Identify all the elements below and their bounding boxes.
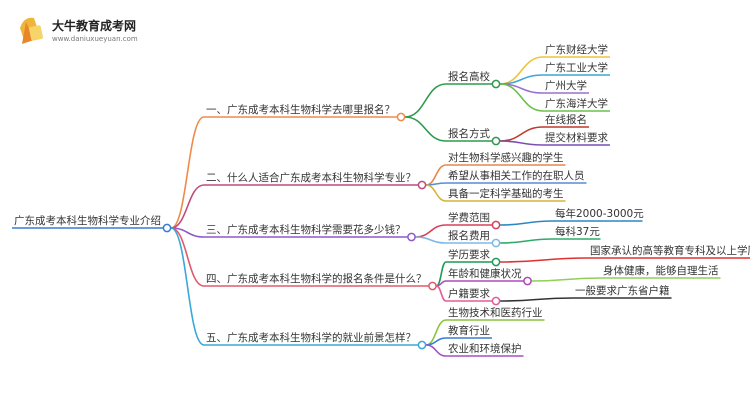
connector-line	[499, 257, 589, 263]
leaf-node-3-2-1: 每科37元	[555, 225, 600, 238]
sub-node-5-3: 农业和环境保护	[448, 342, 522, 355]
sub-node-4-1: 学历要求	[448, 248, 490, 261]
leaf-node-3-1-1: 每年2000-3000元	[555, 207, 644, 220]
connector-line	[499, 83, 544, 112]
sub-node-1-2: 报名方式	[448, 127, 490, 140]
sub-4-1-dot[interactable]	[491, 257, 501, 267]
logo-title: 大牛教育成考网	[52, 18, 136, 33]
leaf-node-4-3-1: 一般要求广东省户籍	[575, 284, 670, 297]
connector-lines	[12, 56, 750, 357]
sub-1-1-dot[interactable]	[491, 79, 501, 89]
leaf-node-4-1-1: 国家承认的高等教育专科及以上学历	[590, 244, 750, 257]
connector-line	[170, 227, 205, 346]
logo-icon	[20, 17, 43, 44]
sub-3-2-dot[interactable]	[491, 238, 501, 248]
leaf-node-1-2-1: 在线报名	[545, 113, 587, 126]
sub-node-2-2: 希望从事相关工作的在职人员	[448, 169, 585, 182]
connector-line	[436, 285, 447, 302]
connector-line	[170, 116, 205, 229]
sub-node-2-3: 具备一定科学基础的考生	[448, 187, 564, 200]
sub-node-5-2: 教育行业	[448, 324, 490, 337]
connector-line	[499, 238, 554, 244]
branch-node-1: 一、广东成考本科生物科学去哪里报名？	[206, 103, 395, 116]
logo-url: www.daniuxueyuan.com	[52, 35, 138, 43]
branch-node-2: 二、什么人适合广东成考本科生物科学专业？	[206, 171, 416, 184]
sub-node-4-2: 年龄和健康状况	[448, 267, 522, 280]
connector-line	[404, 116, 447, 142]
connector-line	[415, 224, 447, 238]
sub-node-1-1: 报名高校	[448, 70, 490, 83]
connector-line	[425, 164, 447, 186]
leaf-node-1-1-4: 广东海洋大学	[545, 97, 608, 110]
sub-node-5-1: 生物技术和医药行业	[448, 306, 543, 319]
connector-line	[170, 227, 205, 287]
connector-line	[499, 220, 554, 226]
connector-line	[425, 184, 447, 202]
branch-2-dot[interactable]	[417, 180, 427, 190]
branch-node-3: 三、广东成考本科生物科学需要花多少钱？	[206, 223, 406, 236]
mindmap-nodes: 广东成考本科生物科学专业介绍 一、广东成考本科生物科学去哪里报名？ 报名高校 广东财经…	[14, 43, 750, 355]
leaf-node-1-1-3: 广州大学	[545, 79, 587, 92]
sub-node-2-1: 对生物科学感兴趣的学生	[448, 151, 564, 164]
connector-line	[499, 126, 544, 142]
root-collapse-dot[interactable]	[162, 223, 172, 233]
leaf-node-4-2-1: 身体健康，能够自理生活	[603, 264, 719, 277]
site-logo: 大牛教育成考网 www.daniuxueyuan.com	[20, 17, 138, 44]
leaf-node-1-1-2: 广东工业大学	[545, 61, 608, 74]
branch-1-dot[interactable]	[396, 112, 406, 122]
connector-line	[425, 337, 447, 346]
sub-node-4-3: 户籍要求	[448, 287, 490, 300]
sub-node-3-2: 报名费用	[448, 229, 490, 242]
sub-3-1-dot[interactable]	[491, 220, 501, 230]
branch-3-dot[interactable]	[407, 232, 416, 242]
sub-4-3-dot[interactable]	[491, 296, 501, 306]
connector-line	[499, 140, 544, 146]
connector-line	[404, 83, 447, 118]
branch-node-5: 五、广东成考本科生物科学的就业前景怎样？	[206, 331, 416, 344]
connector-line	[531, 277, 602, 282]
leaf-node-1-1-1: 广东财经大学	[545, 43, 608, 56]
sub-node-3-1: 学费范围	[448, 211, 490, 224]
connector-line	[425, 344, 447, 357]
connector-line	[170, 184, 205, 229]
leaf-node-1-2-2: 提交材料要求	[545, 131, 608, 144]
sub-4-2-dot[interactable]	[523, 276, 532, 286]
sub-1-2-dot[interactable]	[491, 136, 501, 146]
connector-line	[415, 236, 447, 244]
branch-4-dot[interactable]	[428, 281, 437, 291]
branch-5-dot[interactable]	[417, 340, 427, 350]
connector-line	[499, 297, 574, 302]
root-node: 广东成考本科生物科学专业介绍	[14, 214, 161, 227]
branch-node-4: 四、广东成考本科生物科学的报名条件是什么？	[206, 272, 427, 285]
